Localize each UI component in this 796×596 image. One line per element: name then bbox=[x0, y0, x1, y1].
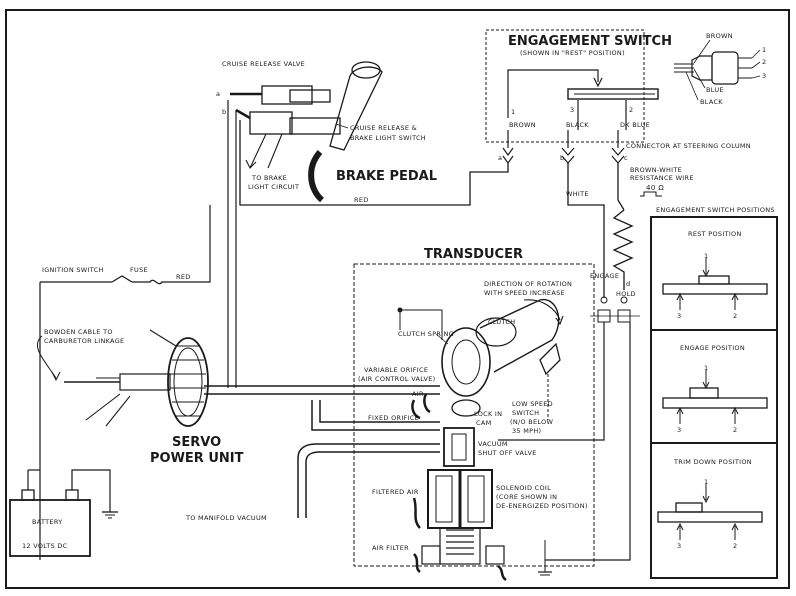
wiring bbox=[39, 100, 634, 561]
trim-pin-2: 2 bbox=[733, 542, 737, 550]
engage-position-label: ENGAGE POSITION bbox=[680, 344, 745, 352]
air-filter-label: AIR FILTER bbox=[372, 544, 409, 552]
wire-black-label: BLACK bbox=[566, 121, 589, 129]
cruise-release-switch-label-1: CRUISE RELEASE & bbox=[350, 124, 417, 132]
switch-terminal-3: 3 bbox=[570, 106, 574, 114]
plug-black-label: BLACK bbox=[700, 98, 723, 106]
fixed-orifice-label: FIXED ORIFICE bbox=[368, 414, 419, 422]
diagram-border bbox=[5, 9, 790, 589]
cruise-release-switch-label-2: BRAKE LIGHT SWITCH bbox=[350, 134, 426, 142]
conn-label-c: c bbox=[624, 154, 628, 162]
connector-column-label: CONNECTOR AT STEERING COLUMN bbox=[626, 142, 751, 150]
connector-plug: BROWN BLUE BLACK 1 2 3 bbox=[674, 32, 766, 106]
plug-pin-2: 2 bbox=[762, 58, 766, 66]
vacuum-label-1: VACUUM bbox=[478, 440, 508, 448]
engagement-switch-title: ENGAGEMENT SWITCH bbox=[508, 34, 672, 49]
brown-white-label-2: RESISTANCE WIRE bbox=[630, 174, 694, 182]
fuse-label: FUSE bbox=[130, 266, 148, 274]
switch-positions-title: ENGAGEMENT SWITCH POSITIONS bbox=[656, 206, 775, 214]
brake-pedal-label: BRAKE PEDAL bbox=[336, 169, 437, 184]
rest-pin-2: 2 bbox=[733, 312, 737, 320]
battery: BATTERY 12 VOLTS DC bbox=[9, 469, 118, 557]
switch-terminal-2: 2 bbox=[629, 106, 633, 114]
to-brake-label-2: LIGHT CIRCUIT bbox=[248, 183, 299, 191]
plug-pin-3: 3 bbox=[762, 72, 766, 80]
direction-rotation-label-2: WITH SPEED INCREASE bbox=[484, 289, 565, 297]
vacuum-label-2: SHUT OFF VALVE bbox=[478, 449, 537, 457]
solenoid-label-2: (CORE SHOWN IN bbox=[496, 493, 557, 501]
battery-label: BATTERY bbox=[32, 518, 63, 526]
plug-blue-label: BLUE bbox=[706, 86, 724, 94]
solenoid-label-1: SOLENOID COIL bbox=[496, 484, 551, 492]
servo-unit: SERVO POWER UNIT BOWDEN CABLE TO CARBURE… bbox=[36, 328, 244, 466]
engagement-switch-subtitle: (SHOWN IN "REST" POSITION) bbox=[520, 49, 625, 57]
lock-in-label-2: CAM bbox=[476, 419, 492, 427]
red-wire-label-left: RED bbox=[176, 273, 191, 281]
engagement-switch-contact-bar bbox=[567, 88, 659, 100]
rest-pin-3: 3 bbox=[677, 312, 681, 320]
conn-label-a: a bbox=[498, 154, 502, 162]
low-speed-label-4: 35 MPH) bbox=[512, 427, 541, 435]
clutch-label: CLUTCH bbox=[488, 318, 515, 326]
wire-dk-blue-label: DK BLUE bbox=[620, 121, 650, 129]
engagement-switch-group: ENGAGEMENT SWITCH (SHOWN IN "REST" POSIT… bbox=[485, 29, 672, 143]
resistance-value: 40 Ω bbox=[646, 184, 664, 192]
vacuum-lines: TO MANIFOLD VACUUM bbox=[185, 385, 440, 522]
trim-pin-1: 1 bbox=[704, 478, 708, 486]
solenoid-label-3: DE-ENERGIZED POSITION) bbox=[496, 502, 588, 510]
engage-pin-3: 3 bbox=[677, 426, 681, 434]
engage-pin-2: 2 bbox=[733, 426, 737, 434]
wire-brown-label: BROWN bbox=[509, 121, 536, 129]
trim-down-position-label: TRIM DOWN POSITION bbox=[673, 458, 752, 466]
variable-orifice-label-1: VARIABLE ORIFICE bbox=[364, 366, 428, 374]
red-wire-label-top: RED bbox=[354, 196, 369, 204]
rest-position-label: REST POSITION bbox=[688, 230, 742, 238]
filtered-air-label: FILTERED AIR bbox=[372, 488, 419, 496]
rest-pin-1: 1 bbox=[704, 252, 708, 260]
to-brake-label-1: TO BRAKE bbox=[251, 174, 287, 182]
plug-pin-1: 1 bbox=[762, 46, 766, 54]
variable-orifice-label-2: (AIR CONTROL VALVE) bbox=[358, 375, 435, 383]
switch-positions-panel: ENGAGEMENT SWITCH POSITIONS REST POSITIO… bbox=[650, 206, 778, 579]
engage-pin-1: 1 bbox=[704, 364, 708, 372]
lock-in-label-1: LOCK IN bbox=[474, 410, 502, 418]
brake-pedal-assembly: CRUISE RELEASE VALVE CRUISE RELEASE & BR… bbox=[216, 60, 437, 203]
steering-column-connector: a b c CONNECTOR AT STEERING COLUMN bbox=[498, 130, 751, 165]
brown-white-label-1: BROWN-WHITE bbox=[630, 166, 682, 174]
conn-label-b: b bbox=[560, 154, 564, 162]
low-speed-label-2: SWITCH bbox=[512, 409, 539, 417]
servo-label-1: SERVO bbox=[172, 435, 221, 450]
trim-pin-3: 3 bbox=[677, 542, 681, 550]
hold-label: HOLD bbox=[616, 290, 636, 298]
transducer-title: TRANSDUCER bbox=[424, 247, 523, 262]
bowden-label-2: CARBURETOR LINKAGE bbox=[44, 337, 124, 345]
clutch-spring-label: CLUTCH SPRING bbox=[398, 330, 454, 338]
servo-label-2: POWER UNIT bbox=[150, 451, 244, 466]
conn-d-label: d bbox=[626, 280, 630, 288]
conn-a-brake: a bbox=[216, 90, 220, 98]
to-manifold-label: TO MANIFOLD VACUUM bbox=[185, 514, 267, 522]
cruise-release-valve-label: CRUISE RELEASE VALVE bbox=[222, 60, 305, 68]
switch-terminal-1: 1 bbox=[511, 108, 515, 116]
direction-rotation-label-1: DIRECTION OF ROTATION bbox=[484, 280, 572, 288]
engage-label: ENGAGE bbox=[590, 272, 619, 280]
white-wire-label: WHITE bbox=[566, 190, 589, 198]
low-speed-label-3: (N/O BELOW bbox=[510, 418, 554, 426]
transducer-group: TRANSDUCER DIRECTION OF ROTATION WITH SP… bbox=[353, 247, 640, 582]
low-speed-label-1: LOW SPEED bbox=[512, 400, 553, 408]
battery-volts-label: 12 VOLTS DC bbox=[22, 542, 68, 550]
conn-b-brake: b bbox=[222, 108, 226, 116]
bowden-label-1: BOWDEN CABLE TO bbox=[44, 328, 113, 336]
ignition-switch-label: IGNITION SWITCH bbox=[42, 266, 104, 274]
plug-brown-label: BROWN bbox=[706, 32, 733, 40]
